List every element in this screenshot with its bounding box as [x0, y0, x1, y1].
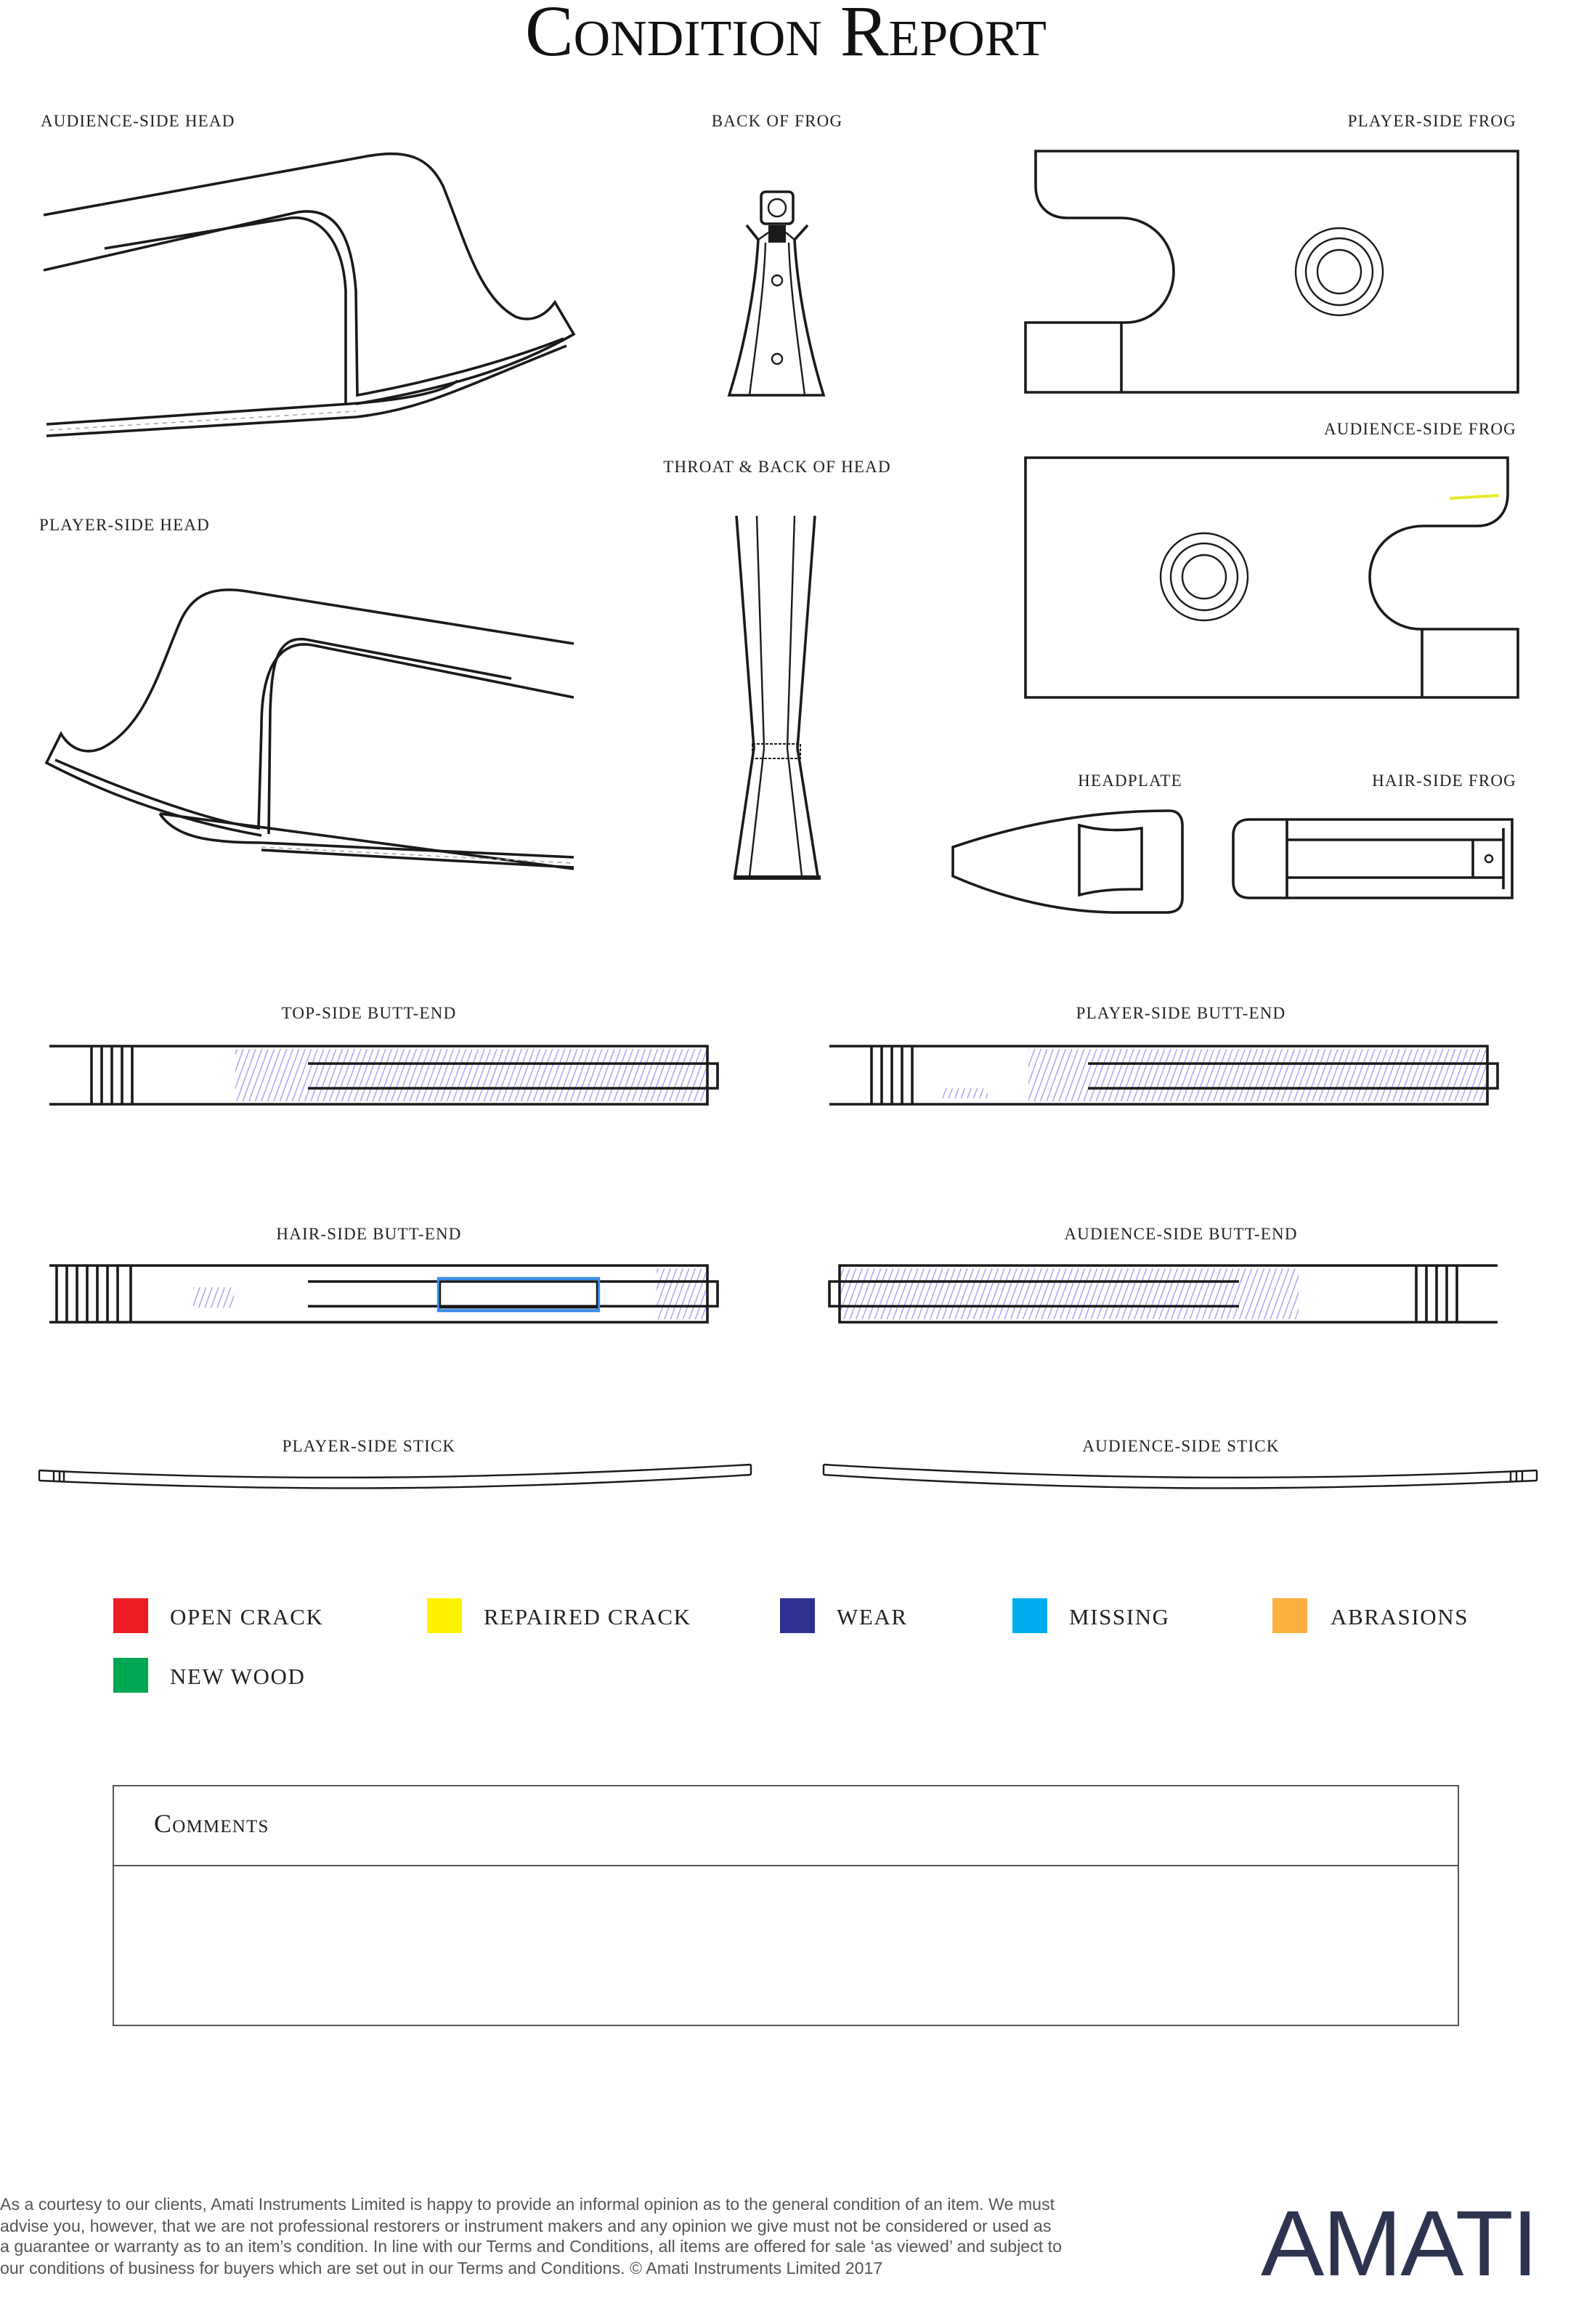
wear-mark — [193, 1287, 234, 1308]
label-throat-back-of-head: THROAT & BACK OF HEAD — [663, 458, 891, 476]
legend-label: OPEN CRACK — [170, 1604, 324, 1629]
throat-back-of-head-diagram — [734, 515, 821, 880]
legend-label: MISSING — [1069, 1604, 1170, 1629]
comments-heading: Comments — [154, 1809, 269, 1838]
label-player-side-frog: PLAYER-SIDE FROG — [1348, 112, 1516, 130]
audience-side-head-diagram — [43, 152, 576, 437]
headplate-diagram — [951, 809, 1184, 914]
page-title: Condition Report — [525, 0, 1047, 71]
disclaimer-line: a guarantee or warranty as to an item’s … — [0, 2237, 1062, 2256]
back-of-frog-diagram — [727, 190, 826, 397]
audience-side-frog-diagram — [1024, 456, 1519, 699]
missing-swatch — [1012, 1598, 1047, 1633]
legend-abrasions: ABRASIONS — [1272, 1598, 1469, 1633]
legend-label: ABRASIONS — [1331, 1604, 1469, 1629]
new-wood-swatch — [113, 1658, 148, 1693]
top-side-butt-end-diagram — [49, 1045, 719, 1106]
label-top-side-butt-end: TOP-SIDE BUTT-END — [282, 1004, 457, 1022]
comments-box: Comments — [113, 1785, 1459, 2026]
label-player-side-stick: PLAYER-SIDE STICK — [283, 1437, 456, 1455]
label-back-of-frog: BACK OF FROG — [712, 112, 843, 130]
disclaimer: As a courtesy to our clients, Amati Inst… — [0, 2195, 1062, 2278]
wear-mark — [235, 1049, 706, 1101]
abrasions-swatch — [1272, 1598, 1307, 1633]
disclaimer-line: advise you, however, that we are not pro… — [0, 2216, 1051, 2235]
label-headplate: HEADPLATE — [1078, 772, 1182, 790]
label-audience-side-frog: AUDIENCE-SIDE FROG — [1324, 420, 1516, 438]
amati-logo: AMATI — [1261, 2192, 1537, 2296]
wear-mark — [841, 1268, 1299, 1319]
legend-wear: WEAR — [780, 1598, 908, 1633]
legend-label: NEW WOOD — [170, 1664, 305, 1689]
hair-side-frog-diagram — [1232, 818, 1514, 899]
audience-side-stick-diagram — [822, 1463, 1538, 1489]
label-player-side-butt-end: PLAYER-SIDE BUTT-END — [1076, 1004, 1286, 1022]
legend-label: REPAIRED CRACK — [484, 1604, 691, 1629]
disclaimer-line: our conditions of business for buyers wh… — [0, 2259, 882, 2278]
missing-mark — [436, 1276, 601, 1313]
wear-mark — [1028, 1049, 1486, 1101]
legend-new-wood: NEW WOOD — [113, 1658, 305, 1693]
label-player-side-head: PLAYER-SIDE HEAD — [39, 516, 210, 534]
player-side-frog-diagram — [1024, 150, 1519, 394]
repaired-crack-swatch — [427, 1598, 462, 1633]
legend-missing: MISSING — [1012, 1598, 1170, 1633]
player-side-stick-diagram — [38, 1463, 752, 1489]
player-side-head-diagram — [44, 588, 574, 870]
player-side-butt-end-diagram — [829, 1045, 1499, 1106]
label-hair-side-butt-end: HAIR-SIDE BUTT-END — [276, 1225, 461, 1243]
audience-side-butt-end-diagram — [828, 1264, 1498, 1324]
hair-side-butt-end-diagram — [49, 1264, 719, 1324]
legend-label: WEAR — [837, 1604, 908, 1629]
label-audience-side-stick: AUDIENCE-SIDE STICK — [1082, 1437, 1279, 1455]
legend-repaired-crack: REPAIRED CRACK — [427, 1598, 691, 1633]
repaired-crack-mark — [1449, 494, 1500, 500]
wear-mark — [941, 1088, 988, 1098]
label-hair-side-frog: HAIR-SIDE FROG — [1372, 772, 1516, 790]
wear-swatch — [780, 1598, 815, 1633]
legend-open-crack: OPEN CRACK — [113, 1598, 324, 1633]
wear-mark — [657, 1268, 706, 1319]
open-crack-swatch — [113, 1598, 148, 1633]
legend: OPEN CRACK REPAIRED CRACK WEAR MISSING A… — [113, 1598, 1469, 1693]
label-audience-side-butt-end: AUDIENCE-SIDE BUTT-END — [1064, 1225, 1297, 1243]
label-audience-side-head: AUDIENCE-SIDE HEAD — [41, 112, 235, 130]
disclaimer-line: As a courtesy to our clients, Amati Inst… — [0, 2195, 1055, 2214]
